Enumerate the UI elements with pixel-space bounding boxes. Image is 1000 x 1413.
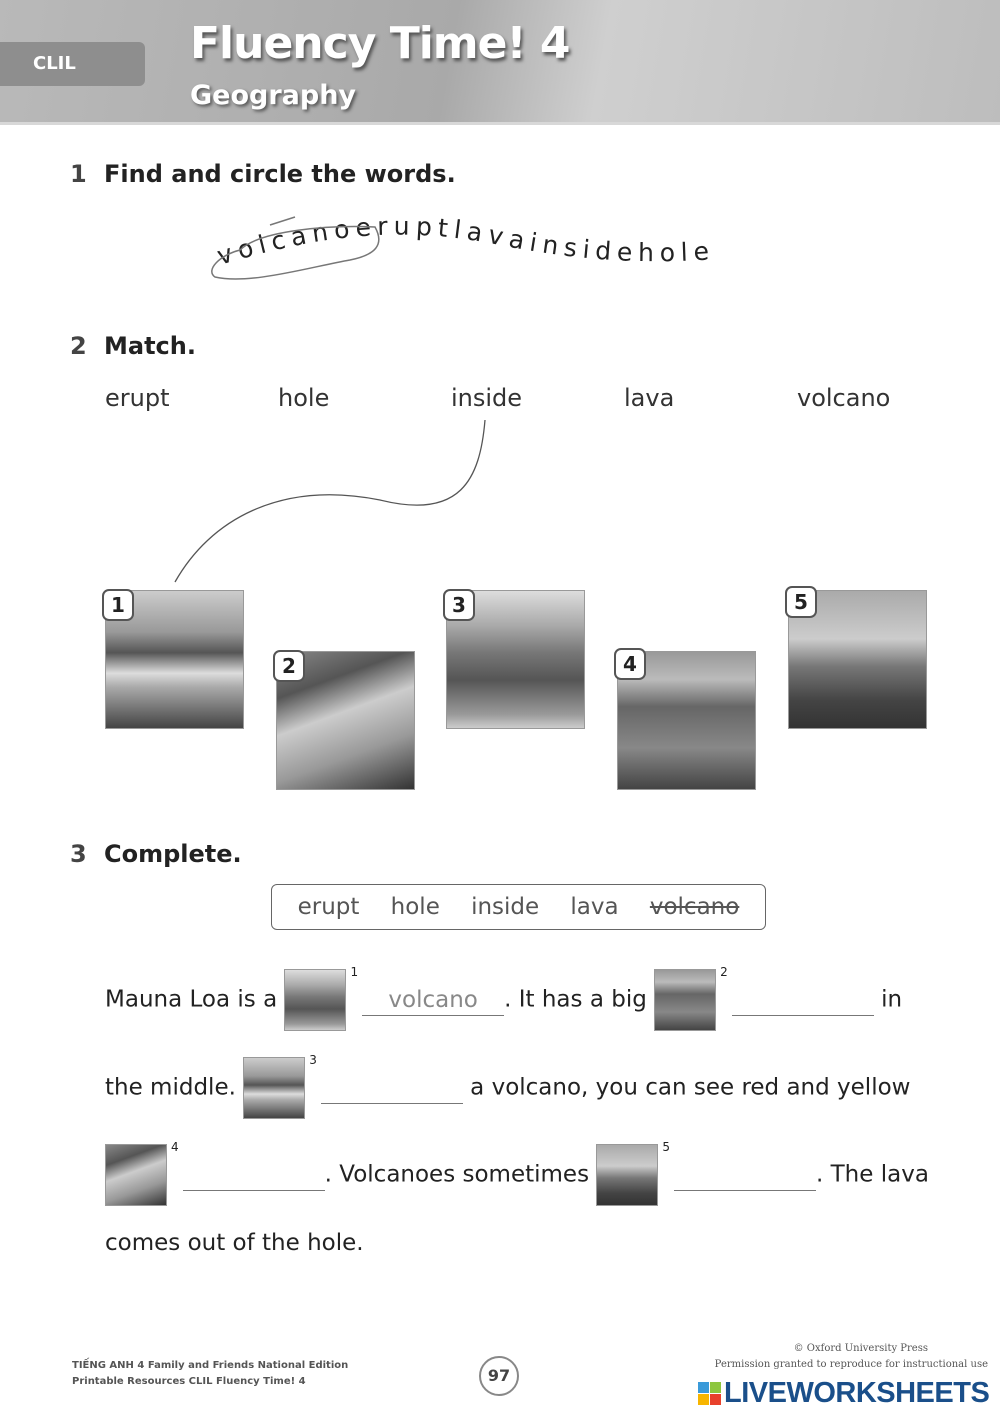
footer-credits: TIẾNG ANH 4 Family and Friends National … [72, 1360, 349, 1387]
thumb-inside [243, 1057, 306, 1119]
match-word-hole[interactable]: hole [278, 384, 330, 412]
blank-2-input[interactable] [731, 984, 874, 1016]
blank-1-input[interactable] [362, 984, 505, 1016]
permission-note: Permission granted to reproduce for inst… [714, 1359, 988, 1370]
page-number: 97 [479, 1356, 519, 1396]
page-subtitle: Geography [190, 80, 357, 111]
word-bank-volcano: volcano [649, 894, 740, 920]
word-bank-lava: lava [570, 894, 619, 920]
match-word-inside[interactable]: inside [451, 384, 523, 412]
liveworksheets-logo: LIVEWORKSHEETS [698, 1377, 990, 1409]
word-bank-hole: hole [390, 894, 440, 920]
clil-badge: CLIL [0, 42, 145, 86]
logo-icon [698, 1381, 721, 1405]
thumb-hole [654, 969, 717, 1031]
circle-mark-volcano [211, 216, 380, 280]
word-bank: erupt hole inside lava volcano [271, 884, 766, 930]
sentence-line-2: the middle. 3 a volcano, you can see red… [105, 1053, 910, 1119]
match-word-volcano[interactable]: volcano [797, 384, 891, 412]
thumb-volcano [284, 969, 347, 1031]
word-bank-erupt: erupt [297, 894, 360, 920]
match-word-lava[interactable]: lava [624, 384, 675, 412]
page-title: Fluency Time! 4 [190, 18, 570, 69]
photo-number-3: 3 [443, 589, 475, 621]
sentence-line-4: comes out of the hole. [105, 1230, 364, 1256]
photo-number-5: 5 [785, 586, 817, 618]
page-header [0, 0, 1000, 125]
match-line [174, 419, 486, 583]
photo-number-2: 2 [273, 650, 305, 682]
photo-number-1: 1 [102, 589, 134, 621]
thumb-lava [105, 1144, 167, 1206]
sentence-line-3: 4. Volcanoes sometimes 5. The lava [105, 1140, 929, 1206]
thumb-erupt [596, 1144, 659, 1206]
copyright: © Oxford University Press [793, 1343, 928, 1354]
blank-5-input[interactable] [674, 1159, 817, 1191]
word-search[interactable]: volcanoeruptlavainsidehole [200, 205, 790, 295]
blank-4-input[interactable] [182, 1159, 325, 1191]
word-bank-inside: inside [471, 894, 540, 920]
blank-3-input[interactable] [320, 1072, 463, 1104]
photo-number-4: 4 [614, 648, 646, 680]
sentence-line-1: Mauna Loa is a 1. It has a big 2 in [105, 965, 902, 1031]
match-word-erupt[interactable]: erupt [105, 384, 170, 412]
